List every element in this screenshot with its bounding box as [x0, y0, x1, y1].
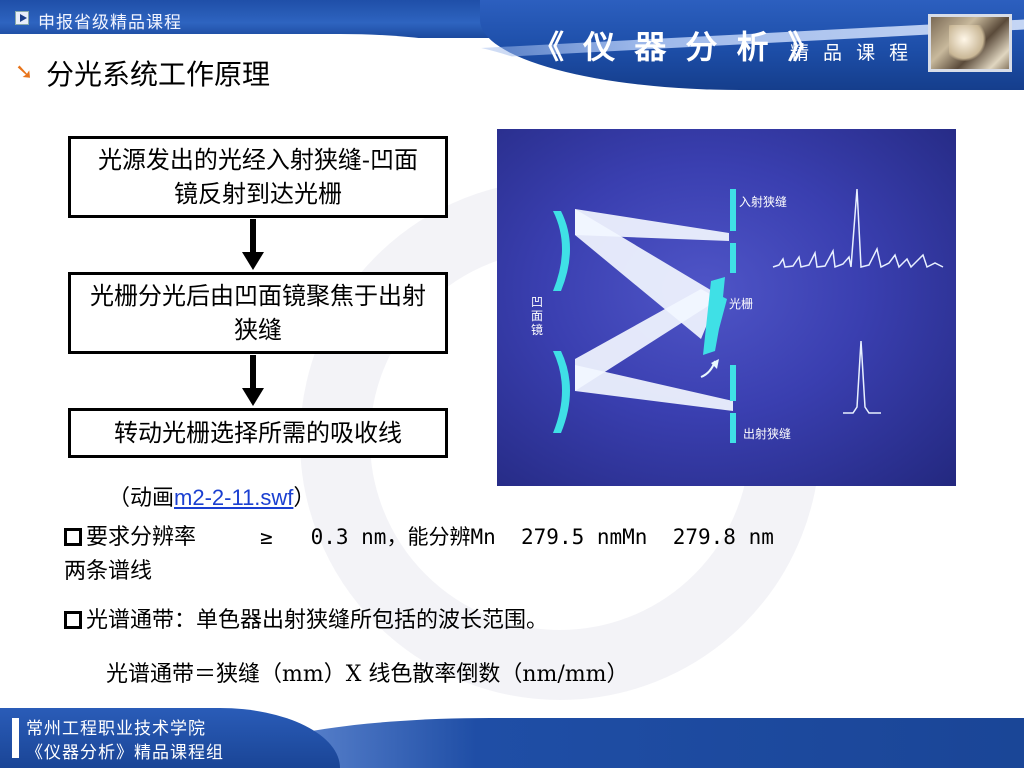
concave-mirror-top: [553, 211, 570, 291]
caption-prefix: （动画: [108, 486, 175, 511]
caption-suffix: ）: [293, 486, 316, 511]
slide-footer: 常州工程职业技术学院 《仪器分析》精品课程组: [0, 700, 1024, 768]
footer-stripe: [230, 718, 1024, 768]
bandpass-formula: 光谱通带＝狭缝（mm）X 线色散率倒数（nm/mm）: [106, 662, 629, 687]
bullet-bandpass: 光谱通带：单色器出射狭缝所包括的波长范围。: [64, 604, 548, 638]
spectrum-single-line: [843, 340, 881, 414]
flow-step-2-text: 光栅分光后由凹面镜聚焦于出射狭缝: [90, 282, 426, 344]
flow-arrow-2: [242, 355, 264, 407]
apply-label: 申报省级精品课程: [38, 13, 182, 33]
slide-header: 申报省级精品课程 《 仪 器 分 析 》 精 品 课 程 ➘ 分光系统工作原理: [0, 0, 1024, 92]
spectrum-multi-line: [772, 188, 944, 269]
grating: [703, 277, 727, 355]
slide-title: 分光系统工作原理: [46, 58, 271, 91]
concave-mirror-bottom: [553, 351, 570, 433]
flow-step-2: 光栅分光后由凹面镜聚焦于出射狭缝: [68, 272, 448, 354]
label-grating: 光栅: [729, 297, 754, 311]
beam-grating-to-mirror-2: [575, 289, 719, 391]
bullet-resolution-value: ≥ 0.3 nm，能分辨Mn 279.5 nmMn 279.8 nm: [260, 525, 774, 549]
entrance-slit-upper: [730, 189, 736, 231]
bullet-resolution: 要求分辨率≥ 0.3 nm，能分辨Mn 279.5 nmMn 279.8 nm …: [64, 520, 944, 589]
flow-arrow-1: [242, 219, 264, 271]
animation-caption: （动画m2-2-11.swf）: [108, 480, 315, 512]
arrow-bullet-icon: ➘: [15, 60, 34, 85]
square-bullet-icon: [64, 528, 82, 546]
flow-step-3: 转动光栅选择所需的吸收线: [68, 408, 448, 458]
exit-slit-lower: [730, 413, 736, 443]
animation-link[interactable]: m2-2-11.swf: [174, 485, 294, 510]
label-exit-slit: 出射狭缝: [743, 427, 792, 441]
course-subtitle: 精 品 课 程: [790, 42, 913, 64]
course-title: 《 仪 器 分 析 》: [532, 28, 824, 66]
entrance-slit-lower: [730, 243, 736, 273]
footer-school: 常州工程职业技术学院: [26, 719, 206, 739]
bullet-resolution-label: 要求分辨率: [86, 525, 197, 550]
footer-bar-icon: [12, 718, 19, 758]
square-bullet-icon: [64, 611, 82, 629]
label-entrance-slit: 入射狭缝: [739, 195, 788, 209]
flow-step-1-text: 光源发出的光经入射狭缝-凹面镜反射到达光栅: [97, 146, 419, 208]
exit-slit-upper: [730, 365, 736, 401]
beam-exit: [575, 365, 733, 411]
header-photo: [928, 14, 1012, 72]
flow-step-1: 光源发出的光经入射狭缝-凹面镜反射到达光栅: [68, 136, 448, 218]
bullet-resolution-tail: 两条谱线: [64, 559, 153, 584]
footer-group: 《仪器分析》精品课程组: [26, 743, 224, 763]
footer-band: [0, 708, 340, 768]
flow-step-3-text: 转动光栅选择所需的吸收线: [114, 419, 402, 447]
monochromator-diagram: 入射狭缝 光栅 凹面镜 出射狭缝: [497, 129, 956, 486]
optical-path-svg: [553, 188, 944, 443]
label-concave-mirror: 凹面镜: [531, 295, 544, 337]
play-icon[interactable]: [15, 11, 29, 25]
bullet-bandpass-text: 光谱通带：单色器出射狭缝所包括的波长范围。: [86, 608, 549, 633]
